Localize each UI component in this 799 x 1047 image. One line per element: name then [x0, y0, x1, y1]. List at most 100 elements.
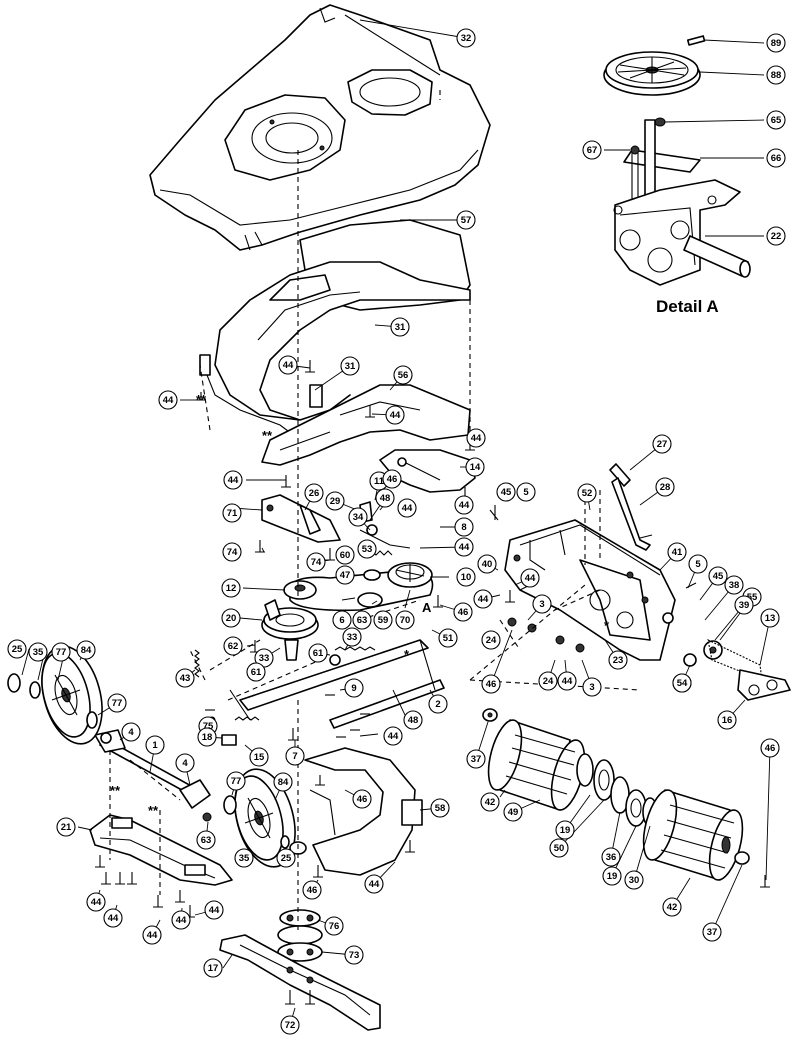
- callout-circle: [456, 210, 476, 230]
- callout-circle: [171, 910, 191, 930]
- callout-circle: [280, 1015, 300, 1035]
- callout-circle: [383, 726, 403, 746]
- callout-circle: [766, 226, 786, 246]
- callout-44: 44: [520, 568, 540, 588]
- pulleys-and-belts: [261, 548, 434, 661]
- callout-number: 44: [163, 395, 174, 406]
- callout-circle: [221, 578, 241, 598]
- callout-circle: [158, 390, 178, 410]
- callout-number: 44: [209, 905, 220, 916]
- callout-3: 3: [582, 677, 602, 697]
- callout-circle: [364, 874, 384, 894]
- callout-45: 45: [496, 482, 516, 502]
- callout-4: 4: [121, 722, 141, 742]
- callout-circle: [456, 28, 476, 48]
- callout-44: 44: [454, 537, 474, 557]
- callout-number: 21: [61, 822, 72, 833]
- callout-circle: [145, 735, 165, 755]
- callout-number: 7: [292, 751, 297, 762]
- callout-circle: [766, 110, 786, 130]
- callout-52: 52: [577, 483, 597, 503]
- callout-40: 40: [477, 554, 497, 574]
- callout-number: 44: [562, 676, 573, 687]
- callout-circle: [175, 668, 195, 688]
- callout-circle: [466, 428, 486, 448]
- callout-number: 60: [340, 550, 351, 561]
- callout-number: 14: [470, 462, 481, 473]
- callout-circle: [332, 610, 352, 630]
- callout-number: 18: [202, 732, 213, 743]
- callout-14: 14: [465, 457, 485, 477]
- callout-number: 54: [677, 678, 688, 689]
- callout-59: 59: [373, 610, 393, 630]
- callout-number: 13: [765, 613, 776, 624]
- callout-circle: [473, 589, 493, 609]
- callout-circle: [465, 457, 485, 477]
- callout-51: 51: [438, 628, 458, 648]
- callout-38: 38: [724, 575, 744, 595]
- callout-number: 27: [657, 439, 668, 450]
- callout-66: 66: [766, 148, 786, 168]
- callout-circle: [51, 642, 71, 662]
- callout-46: 46: [453, 602, 473, 622]
- deck-skirt: [304, 747, 423, 876]
- callout-number: 46: [765, 743, 776, 754]
- callout-number: 48: [380, 493, 391, 504]
- callout-number: 45: [713, 571, 724, 582]
- callout-number: 74: [311, 557, 322, 568]
- callout-circle: [276, 848, 296, 868]
- callout-circle: [724, 575, 744, 595]
- callout-56: 56: [393, 365, 413, 385]
- callout-number: 44: [402, 503, 413, 514]
- callout-number: 17: [208, 963, 219, 974]
- callout-number: 84: [278, 777, 289, 788]
- callout-circle: [223, 636, 243, 656]
- markers: ** ** ** ** * * A Detail A: [110, 297, 719, 818]
- callout-circle: [273, 772, 293, 792]
- callout-44: 44: [142, 925, 162, 945]
- callout-32: 32: [456, 28, 476, 48]
- callout-72: 72: [280, 1015, 300, 1035]
- callout-74: 74: [222, 542, 242, 562]
- callout-number: 66: [771, 153, 782, 164]
- callout-28: 28: [655, 477, 675, 497]
- callout-45: 45: [708, 566, 728, 586]
- callout-number: 23: [613, 655, 624, 666]
- callout-number: 76: [329, 921, 340, 932]
- callout-46: 46: [382, 469, 402, 489]
- callout-84: 84: [273, 772, 293, 792]
- callout-number: 31: [395, 322, 406, 333]
- callout-circle: [430, 798, 450, 818]
- callout-44: 44: [473, 589, 493, 609]
- callout-44: 44: [103, 908, 123, 928]
- callout-number: 35: [239, 853, 250, 864]
- callout-44: 44: [278, 355, 298, 375]
- callout-50: 50: [549, 838, 569, 858]
- callout-46: 46: [352, 789, 372, 809]
- callout-number: 46: [486, 679, 497, 690]
- callout-number: 45: [501, 487, 512, 498]
- callout-circle: [302, 880, 322, 900]
- callout-24: 24: [538, 671, 558, 691]
- callout-circle: [285, 746, 305, 766]
- callout-89: 89: [766, 33, 786, 53]
- callout-73: 73: [344, 945, 364, 965]
- callout-number: 5: [523, 487, 529, 498]
- callout-number: 22: [771, 231, 782, 242]
- callout-number: 44: [459, 542, 470, 553]
- callout-number: 43: [180, 673, 191, 684]
- callout-circle: [226, 771, 246, 791]
- rear-axle-housing: [504, 519, 676, 661]
- callout-number: 52: [582, 488, 593, 499]
- callout-number: 50: [554, 843, 565, 854]
- callout-number: 42: [485, 797, 496, 808]
- top-cover: [149, 4, 491, 251]
- callout-number: 36: [606, 852, 617, 863]
- callout-16: 16: [717, 710, 737, 730]
- callout-37: 37: [702, 922, 722, 942]
- callout-circle: [520, 568, 540, 588]
- callout-number: 57: [461, 215, 472, 226]
- belt-cover: [379, 449, 476, 493]
- callout-number: 46: [357, 794, 368, 805]
